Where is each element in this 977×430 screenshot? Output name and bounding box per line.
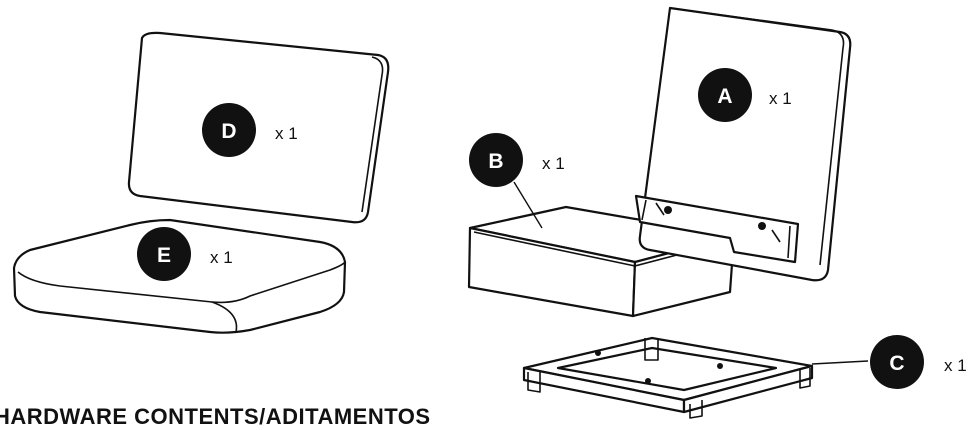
badge-c <box>870 335 924 389</box>
badge-a-letter: A <box>717 85 732 108</box>
part-c-base-frame <box>522 336 814 419</box>
part-e-seat-cushion <box>12 218 347 334</box>
leader-c <box>811 360 869 365</box>
badge-b-letter: B <box>488 150 503 173</box>
badge-d-letter: D <box>221 120 236 143</box>
badge-b <box>469 133 523 187</box>
quantity-b: x 1 <box>542 154 565 173</box>
callout-b: B x 1 <box>469 133 565 187</box>
callout-a: A x 1 <box>698 68 792 122</box>
part-a-backrest <box>634 6 852 282</box>
quantity-e: x 1 <box>210 248 233 267</box>
callout-d: D x 1 <box>202 103 298 157</box>
quantity-d: x 1 <box>275 124 298 143</box>
quantity-c: x 1 <box>944 356 967 375</box>
quantity-a: x 1 <box>769 89 792 108</box>
badge-c-letter: C <box>889 352 904 375</box>
leader-b <box>513 181 543 229</box>
badge-d <box>202 103 256 157</box>
parts-diagram: A x 1 B x 1 C x 1 D x 1 E x 1 <box>12 6 967 419</box>
callout-e: E x 1 <box>137 227 233 281</box>
callout-c: C x 1 <box>870 335 967 389</box>
part-d-back-cushion <box>127 31 390 224</box>
hardware-contents-heading: HARDWARE CONTENTS/ADITAMENTOS <box>0 404 431 429</box>
badge-e <box>137 227 191 281</box>
badge-a <box>698 68 752 122</box>
leader-lines <box>513 181 869 365</box>
badge-e-letter: E <box>157 244 171 267</box>
